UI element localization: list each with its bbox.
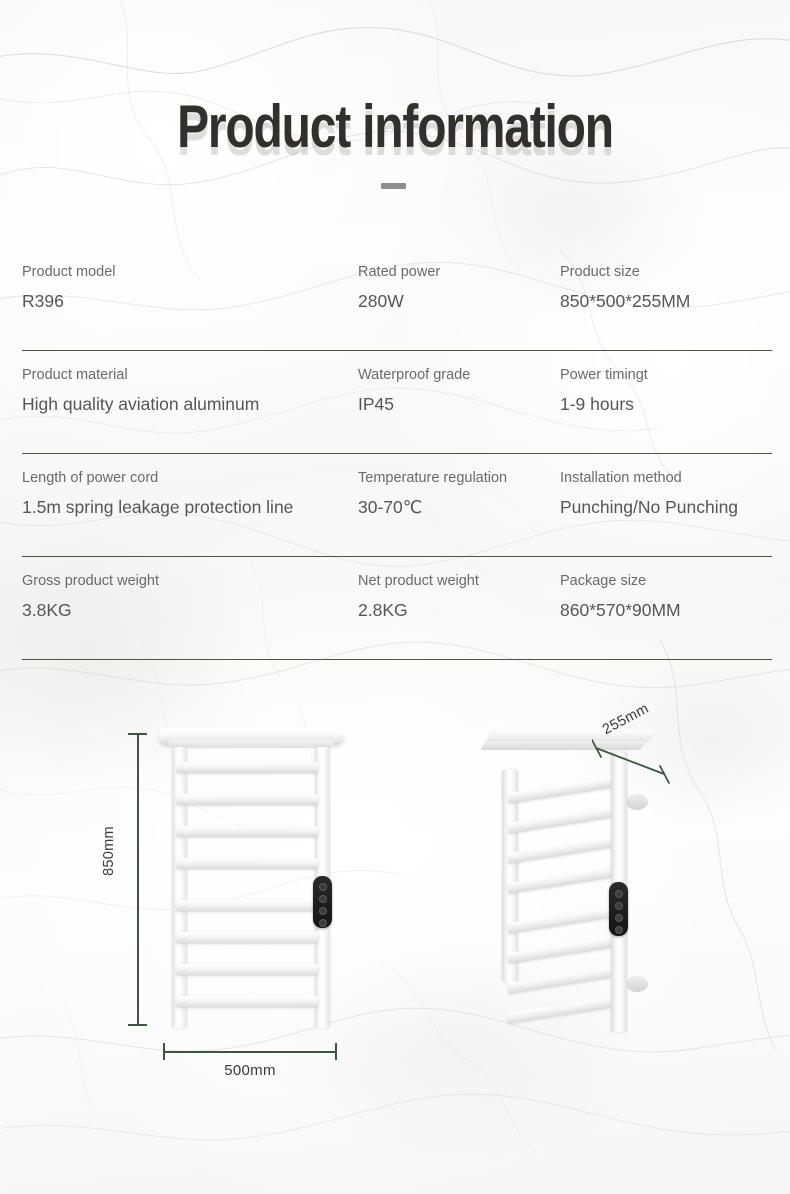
spec-cell: Product size 850*500*255MM	[560, 262, 785, 313]
page-header: Product information Product information	[0, 0, 790, 215]
spec-cell: Power timingt 1-9 hours	[560, 365, 785, 416]
rack-post-left	[172, 747, 187, 1028]
spec-cell: Installation method Punching/No Punching	[560, 468, 785, 519]
rack-bar	[176, 900, 318, 911]
rack-bar	[176, 762, 318, 773]
table-row: Length of power cord 1.5m spring leakage…	[0, 454, 790, 557]
spec-label: Installation method	[560, 470, 682, 486]
spec-label: Net product weight	[358, 573, 479, 589]
page-title-wrap: Product information Product information	[0, 92, 790, 168]
spec-label: Package size	[560, 573, 647, 589]
spec-label: Product material	[22, 367, 128, 383]
control-panel-button[interactable]	[318, 919, 327, 927]
rack-bar	[176, 964, 318, 975]
spec-label: Product model	[22, 264, 116, 280]
width-dimension-cap-right	[335, 1043, 337, 1060]
row-divider	[22, 453, 772, 454]
spec-value: 2.8KG	[358, 600, 408, 620]
control-panel-button[interactable]	[614, 902, 623, 910]
page-title: Product information	[177, 93, 614, 160]
depth-dimension-line	[591, 739, 670, 784]
rack-bar	[508, 865, 620, 894]
control-panel[interactable]	[609, 882, 628, 936]
control-panel-button[interactable]	[318, 883, 327, 891]
specifications-table: Product model R396 Rated power 280W Prod…	[0, 248, 790, 660]
spec-value: 1-9 hours	[560, 394, 634, 414]
control-panel-button[interactable]	[614, 890, 623, 898]
control-panel-button[interactable]	[318, 895, 327, 903]
spec-cell: Package size 860*570*90MM	[560, 571, 785, 622]
rack-bar	[176, 794, 318, 805]
width-dimension-label: 500mm	[224, 1062, 276, 1079]
rack-bar	[176, 858, 318, 869]
spec-value: 850*500*255MM	[560, 291, 691, 311]
spec-value: 1.5m spring leakage protection line	[22, 497, 294, 517]
spec-cell: Waterproof grade IP45	[358, 365, 560, 416]
spec-cell: Rated power 280W	[358, 262, 560, 313]
title-accent-dash	[381, 183, 406, 189]
width-dimension-line	[164, 1051, 336, 1053]
towel-rack-front-view	[158, 728, 344, 1028]
spec-label: Waterproof grade	[358, 367, 471, 383]
spec-value: 280W	[358, 291, 404, 311]
row-divider	[22, 350, 772, 351]
rack-bar	[508, 805, 620, 834]
rack-top-shelf-edge	[168, 740, 334, 748]
table-row: Gross product weight 3.8KG Net product w…	[0, 557, 790, 660]
height-dimension-label: 850mm	[100, 826, 117, 876]
row-divider	[22, 659, 772, 660]
spec-cell: Product material High quality aviation a…	[22, 365, 358, 416]
spec-cell: Gross product weight 3.8KG	[22, 571, 358, 622]
spec-cell: Product model R396	[22, 262, 358, 313]
towel-rack-perspective-view	[478, 722, 668, 1032]
spec-label: Temperature regulation	[358, 470, 508, 486]
spec-cell: Temperature regulation 30-70℃	[358, 468, 560, 519]
height-dimension-line	[137, 733, 139, 1025]
spec-label: Product size	[560, 264, 640, 280]
depth-dimension-group: 255mm	[591, 701, 692, 788]
spec-cell: Length of power cord 1.5m spring leakage…	[22, 468, 358, 519]
page-title-shadow: Product information	[177, 101, 614, 168]
spec-value: 3.8KG	[22, 600, 72, 620]
spec-value: Punching/No Punching	[560, 497, 739, 517]
spec-value: 860*570*90MM	[560, 600, 681, 620]
rack-bar	[508, 935, 620, 964]
table-row: Product material High quality aviation a…	[0, 351, 790, 454]
control-panel-button[interactable]	[318, 907, 327, 915]
row-divider	[22, 556, 772, 557]
spec-value: 30-70℃	[358, 497, 423, 517]
rack-bar	[176, 932, 318, 943]
table-row: Product model R396 Rated power 280W Prod…	[0, 248, 790, 351]
spec-label: Rated power	[358, 264, 441, 280]
spec-label: Power timingt	[560, 367, 648, 383]
height-dimension-cap-top	[128, 733, 147, 735]
height-dimension-cap-bottom	[128, 1024, 147, 1026]
wall-mount-disc	[626, 794, 648, 810]
rack-bar	[508, 905, 620, 934]
rack-bar	[176, 826, 318, 837]
spec-value: IP45	[358, 394, 394, 414]
control-panel-button[interactable]	[614, 926, 623, 934]
rack-bar	[176, 996, 318, 1007]
rack-bar	[508, 965, 620, 994]
spec-label: Gross product weight	[22, 573, 160, 589]
wall-mount-disc	[626, 976, 648, 992]
spec-cell: Net product weight 2.8KG	[358, 571, 560, 622]
control-panel[interactable]	[313, 876, 332, 928]
rack-bar	[508, 835, 620, 864]
spec-value: High quality aviation aluminum	[22, 394, 260, 414]
width-dimension-cap-left	[163, 1043, 165, 1060]
spec-label: Length of power cord	[22, 470, 159, 486]
spec-value: R396	[22, 291, 64, 311]
control-panel-button[interactable]	[614, 914, 623, 922]
rack-bar	[508, 995, 620, 1024]
